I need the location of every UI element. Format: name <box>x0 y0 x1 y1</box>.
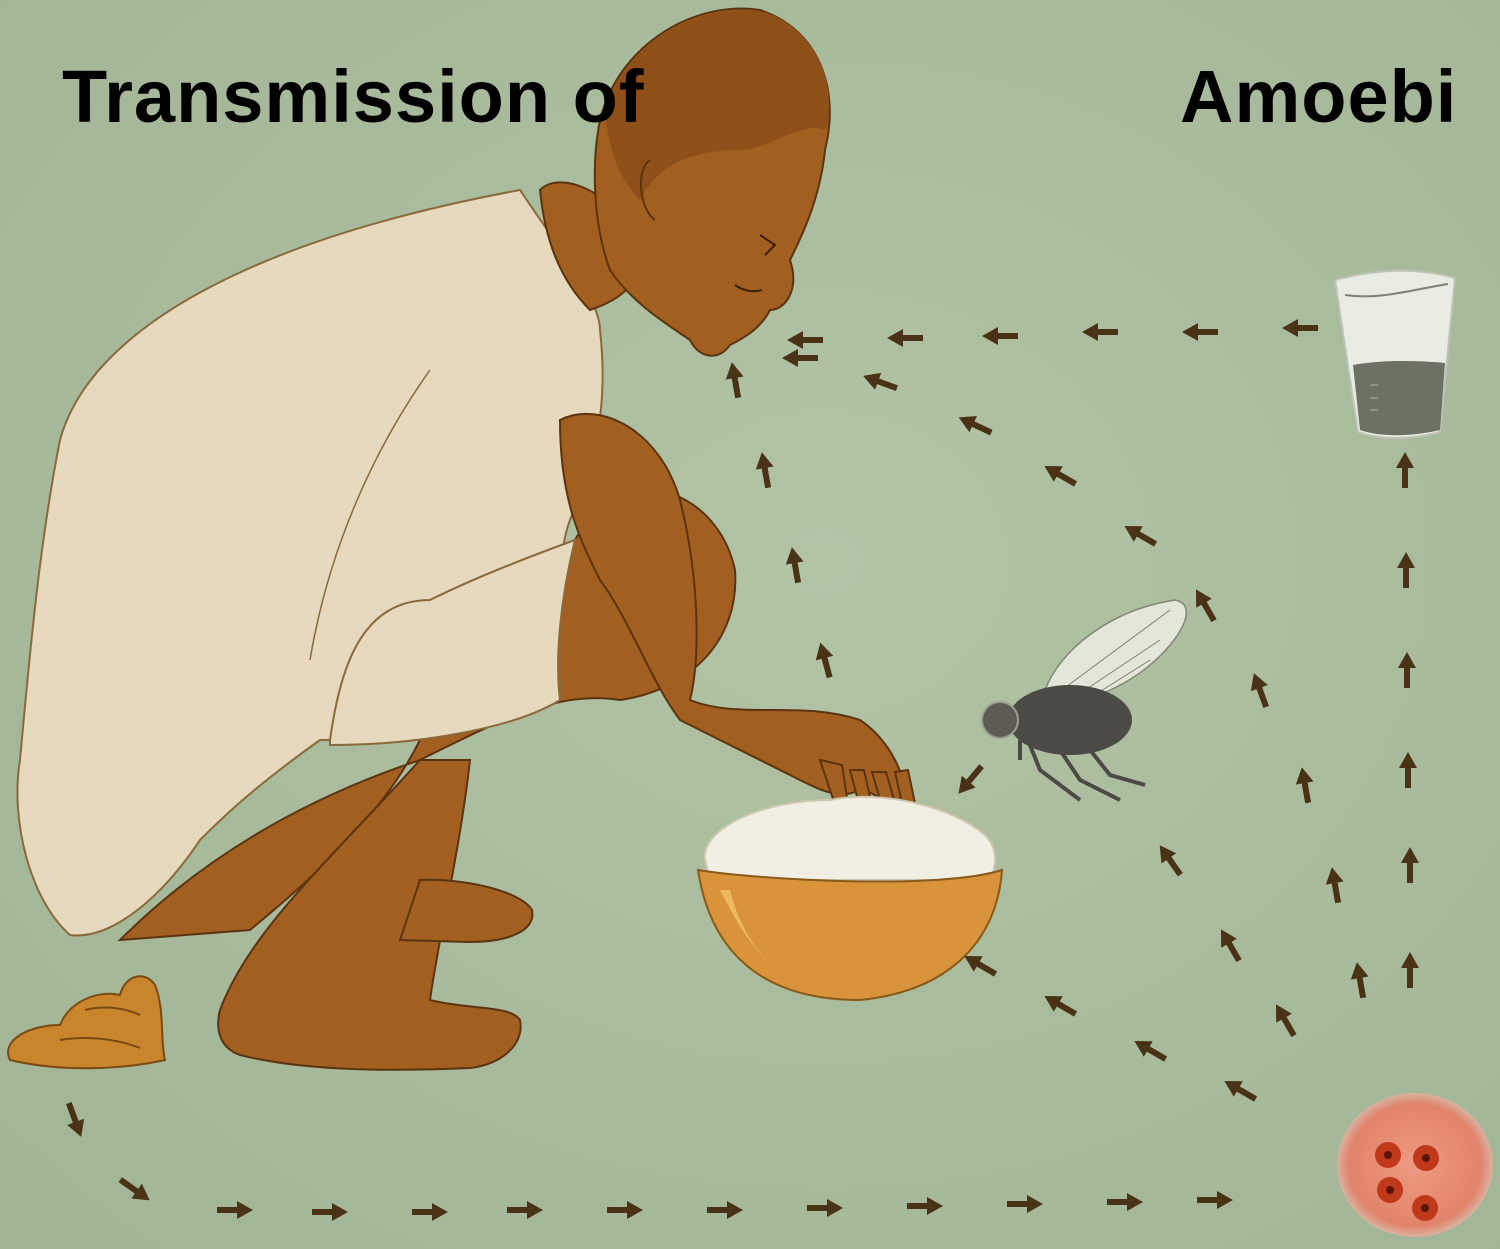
arrow-icon <box>723 361 747 400</box>
arrow-icon <box>783 546 807 585</box>
arrow-icon <box>507 1201 543 1219</box>
arrow-icon <box>1401 952 1419 988</box>
arrow-icon <box>753 451 777 490</box>
arrow-icon <box>982 327 1018 345</box>
arrow-icon <box>1107 1193 1143 1211</box>
stool-icon <box>8 976 165 1068</box>
arrow-icon <box>1396 452 1414 488</box>
food-bowl-icon <box>698 797 1002 1000</box>
fly-body <box>1008 685 1132 755</box>
fly-icon <box>982 600 1186 800</box>
arrow-icon <box>1401 847 1419 883</box>
title-right: Amoebi <box>1180 60 1457 134</box>
arrow-icon <box>60 1100 89 1140</box>
arrow-icon <box>782 349 818 367</box>
arrow-icon <box>1397 552 1415 588</box>
fly-head <box>982 702 1018 738</box>
arrow-icon <box>1213 925 1247 965</box>
arrow-icon <box>860 367 900 396</box>
arrow-icon <box>907 1197 943 1215</box>
arrow-icon <box>707 1201 743 1219</box>
arrow-icon <box>1188 585 1222 625</box>
arrow-icon <box>1348 961 1372 1000</box>
arrow-icon <box>607 1201 643 1219</box>
cyst-plate-icon <box>1337 1093 1493 1237</box>
arrow-icon <box>312 1203 348 1221</box>
arrow-icon <box>807 1199 843 1217</box>
arrow-icon <box>1182 323 1218 341</box>
arrow-icon <box>952 760 989 799</box>
arrow-icon <box>1220 1073 1260 1107</box>
arrow-icon <box>887 329 923 347</box>
arrow-icon <box>812 640 839 679</box>
arrow-icon <box>1197 1191 1233 1209</box>
arrow-icon <box>1398 652 1416 688</box>
bowl <box>698 870 1002 1000</box>
man-back-foot <box>400 880 532 942</box>
arrow-icon <box>1130 1033 1170 1067</box>
arrow-icon <box>1293 766 1317 805</box>
title-left: Transmission of <box>62 60 644 134</box>
arrow-icon <box>115 1172 155 1207</box>
arrow-icon <box>1268 1000 1302 1040</box>
arrow-icon <box>1120 518 1160 552</box>
arrow-icon <box>1282 319 1318 337</box>
food-rice <box>705 797 995 880</box>
arrow-icon <box>1007 1195 1043 1213</box>
glass-water <box>1353 361 1445 435</box>
arrow-icon <box>1323 866 1347 905</box>
arrow-icon <box>412 1203 448 1221</box>
arrow-icon <box>1040 458 1080 492</box>
arrow-icon <box>1152 840 1187 880</box>
arrow-icon <box>1245 670 1274 710</box>
arrow-icon <box>787 331 823 349</box>
arrow-icon <box>1082 323 1118 341</box>
water-glass-icon <box>1335 271 1455 438</box>
arrow-icon <box>217 1201 253 1219</box>
arrow-icon <box>1399 752 1417 788</box>
arrow-icon <box>955 409 995 441</box>
arrow-icon <box>1040 988 1080 1022</box>
